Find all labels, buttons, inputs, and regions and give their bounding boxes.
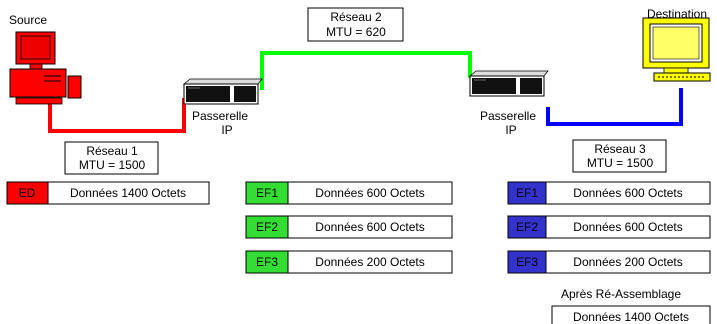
- gateway-1-label-line2: IP: [221, 123, 232, 137]
- fragment-data-label: Données 600 Octets: [573, 186, 682, 200]
- fragment-header-label: EF1: [256, 186, 278, 200]
- network-1-name: Réseau 1: [86, 144, 138, 158]
- fragment-data-label: Données 600 Octets: [315, 220, 424, 234]
- network-3-name: Réseau 3: [594, 142, 646, 156]
- network-3-label-box: Réseau 3 MTU = 1500: [572, 139, 667, 173]
- reassembled-packet-data: Données 1400 Octets: [573, 310, 689, 324]
- fragment-row: EF1 Données 600 Octets: [245, 181, 453, 205]
- gateway-1-router-icon: [182, 78, 263, 105]
- fragment-data: [545, 250, 711, 274]
- source-label: Source: [9, 13, 47, 27]
- fragment-data: [287, 181, 453, 205]
- source-packet-data: [47, 181, 210, 205]
- fragment-header-label: EF2: [256, 220, 278, 234]
- network-2-label-box: Réseau 2 MTU = 620: [307, 7, 404, 42]
- network-3-link: [546, 88, 683, 126]
- reassembled-packet: Données 1400 Octets: [551, 305, 711, 324]
- fragment-data: [545, 181, 711, 205]
- gateway-2-label-line1: Passerelle: [480, 109, 536, 123]
- network-1-label-box: Réseau 1 MTU = 1500: [64, 141, 159, 175]
- fragment-data: [545, 215, 711, 239]
- fragment-data-label: Données 200 Octets: [573, 255, 682, 269]
- network-2-name: Réseau 2: [330, 10, 382, 24]
- network-3-mtu: MTU = 1500: [587, 156, 654, 170]
- fragment-list-network-2: EF1 Données 600 Octets EF2 Données 600 O…: [245, 181, 453, 274]
- fragment-header-label: EF2: [516, 220, 538, 234]
- fragment-header-label: EF1: [516, 186, 538, 200]
- fragment-list-network-3: EF1 Données 600 Octets EF2 Données 600 O…: [507, 181, 711, 274]
- destination-label: Destination: [647, 7, 707, 21]
- fragment-data-label: Données 600 Octets: [315, 186, 424, 200]
- gateway-2-router-icon: [468, 70, 549, 97]
- source-computer-icon: [9, 31, 82, 105]
- fragment-row: EF3 Données 200 Octets: [507, 250, 711, 274]
- fragment-data: [287, 215, 453, 239]
- network-2-link: [260, 51, 472, 90]
- fragment-header-label: EF3: [516, 255, 538, 269]
- gateway-2-label-line2: IP: [505, 123, 516, 137]
- fragment-row: EF3 Données 200 Octets: [245, 250, 453, 274]
- network-1-link: [48, 98, 186, 133]
- fragment-row: EF2 Données 600 Octets: [245, 215, 453, 239]
- gateway-1-label-line1: Passerelle: [192, 109, 248, 123]
- reassembly-label: Après Ré-Assemblage: [561, 287, 681, 301]
- fragment-header-label: EF3: [256, 255, 278, 269]
- destination-computer-icon: [642, 17, 711, 82]
- source-packet-header-label: ED: [19, 186, 36, 200]
- fragment-data-label: Données 200 Octets: [315, 255, 424, 269]
- network-2-mtu: MTU = 620: [326, 25, 386, 39]
- fragment-row: EF2 Données 600 Octets: [507, 215, 711, 239]
- source-packet: ED Données 1400 Octets: [6, 181, 210, 205]
- fragment-data: [287, 250, 453, 274]
- network-1-mtu: MTU = 1500: [79, 158, 146, 172]
- fragment-row: EF1 Données 600 Octets: [507, 181, 711, 205]
- source-packet-data-label: Données 1400 Octets: [70, 186, 186, 200]
- fragment-data-label: Données 600 Octets: [573, 220, 682, 234]
